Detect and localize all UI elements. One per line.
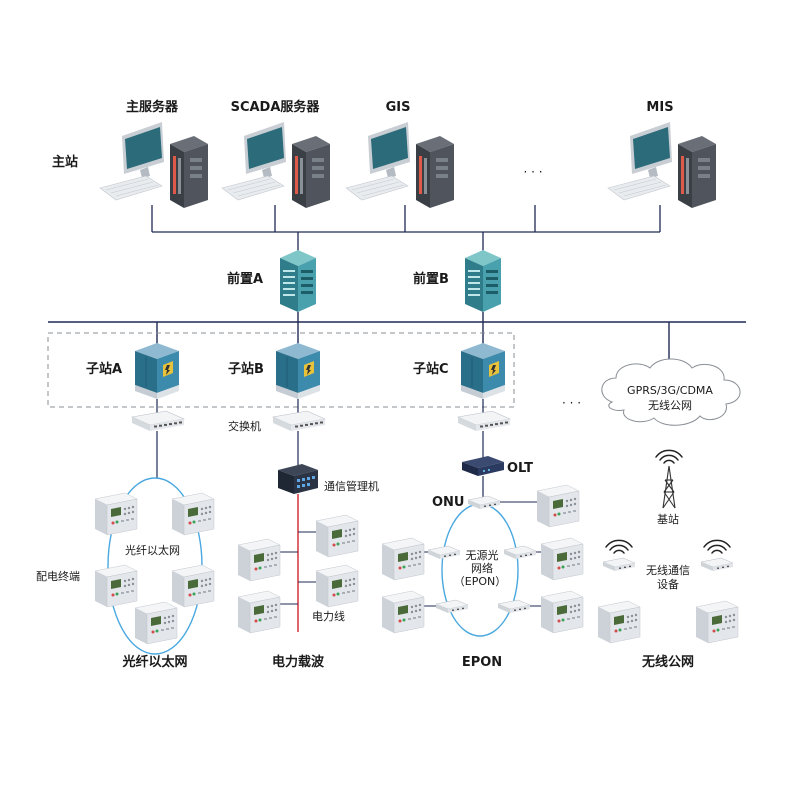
- base-station-label: 基站: [657, 513, 679, 526]
- terminal-fiber-4: [171, 564, 215, 608]
- wireless-device-label-1: 无线通信: [646, 564, 690, 577]
- bottom-label-epon: EPON: [461, 655, 503, 670]
- olt-label: OLT: [507, 461, 534, 476]
- switch-fiber: [131, 410, 185, 432]
- substation-a-cabinet: [134, 342, 180, 400]
- server-main-label: 主服务器: [125, 100, 179, 115]
- plc-taps: [276, 531, 322, 605]
- onu-label: ONU: [432, 495, 465, 510]
- server-gis-label: GIS: [385, 100, 411, 115]
- onu-top: [467, 495, 501, 510]
- substation-b-label: 子站B: [228, 362, 264, 377]
- bottom-label-plc: 电力载波: [271, 655, 325, 670]
- comm-manager-device: [278, 464, 318, 494]
- terminal-epon-5: [540, 590, 584, 634]
- terminal-plc-2: [237, 538, 281, 582]
- substation-c-label: 子站C: [413, 362, 449, 377]
- master-station-pc-mis: [607, 121, 717, 209]
- pon-ring-label-1: 无源光: [465, 549, 499, 562]
- master-station-pc-gis: [345, 121, 455, 209]
- server-ellipsis: · · ·: [523, 165, 543, 179]
- terminal-epon-2: [381, 537, 425, 581]
- server-mis-label: MIS: [646, 100, 674, 115]
- substation-links: [156, 399, 484, 413]
- wireless-cloud: [601, 358, 741, 426]
- olt-device: [462, 456, 504, 476]
- wireless-module-left: [602, 557, 636, 572]
- switch-epon: [457, 410, 511, 432]
- onu-left-1: [427, 545, 461, 560]
- onu-right-2: [497, 599, 531, 614]
- wireless-signal-icon-right: [703, 539, 731, 554]
- switch-plc: [272, 410, 326, 432]
- substation-c-cabinet: [460, 342, 506, 400]
- substation-a-label: 子站A: [86, 362, 123, 377]
- power-line-label: 电力线: [312, 610, 345, 623]
- switch-label: 交换机: [228, 420, 261, 433]
- front-end-a-label: 前置A: [227, 272, 264, 287]
- terminal-fiber-2: [171, 492, 215, 536]
- pon-ring-label-3: （EPON）: [453, 575, 507, 588]
- front-end-b-label: 前置B: [413, 272, 449, 287]
- master-lan: [151, 205, 661, 252]
- terminal-fiber-3: [94, 564, 138, 608]
- terminal-epon-1: [536, 484, 580, 528]
- terminal-plc-1: [315, 514, 359, 558]
- fiber-ring-label: 光纤以太网: [125, 544, 180, 557]
- terminal-epon-3: [540, 537, 584, 581]
- bottom-label-fiber: 光纤以太网: [122, 655, 188, 670]
- onu-left-2: [435, 599, 469, 614]
- substation-b-cabinet: [275, 342, 321, 400]
- pon-ring-label-2: 网络: [471, 562, 493, 575]
- master-station-pc-scada: [221, 121, 331, 209]
- antenna-tower-icon: [662, 465, 676, 509]
- wireless-module-right: [700, 557, 734, 572]
- wireless-signal-icon: [655, 449, 683, 464]
- server-scada-label: SCADA服务器: [230, 100, 320, 115]
- wireless-signal-icon-left: [605, 539, 633, 554]
- terminal-fiber-5: [134, 601, 178, 645]
- terminal-wireless-2: [695, 600, 739, 644]
- terminal-fiber-1: [94, 492, 138, 536]
- terminal-wireless-1: [597, 600, 641, 644]
- front-end-b-rack: [465, 250, 501, 312]
- wireless-device-label-2: 设备: [657, 578, 679, 591]
- terminal-plc-4: [237, 590, 281, 634]
- master-station-label: 主站: [52, 155, 79, 170]
- cloud-label-line1: GPRS/3G/CDMA: [627, 384, 713, 397]
- comm-manager-label: 通信管理机: [324, 480, 379, 493]
- cloud-label-line2: 无线公网: [648, 399, 692, 412]
- substation-ellipsis: · · ·: [562, 396, 582, 410]
- bottom-label-wireless: 无线公网: [641, 655, 695, 670]
- front-end-a-rack: [280, 250, 316, 312]
- master-station-pc-main: [99, 121, 209, 209]
- terminal-epon-4: [381, 590, 425, 634]
- terminal-plc-3: [315, 564, 359, 608]
- onu-right-1: [503, 545, 537, 560]
- distribution-terminal-label: 配电终端: [36, 570, 80, 583]
